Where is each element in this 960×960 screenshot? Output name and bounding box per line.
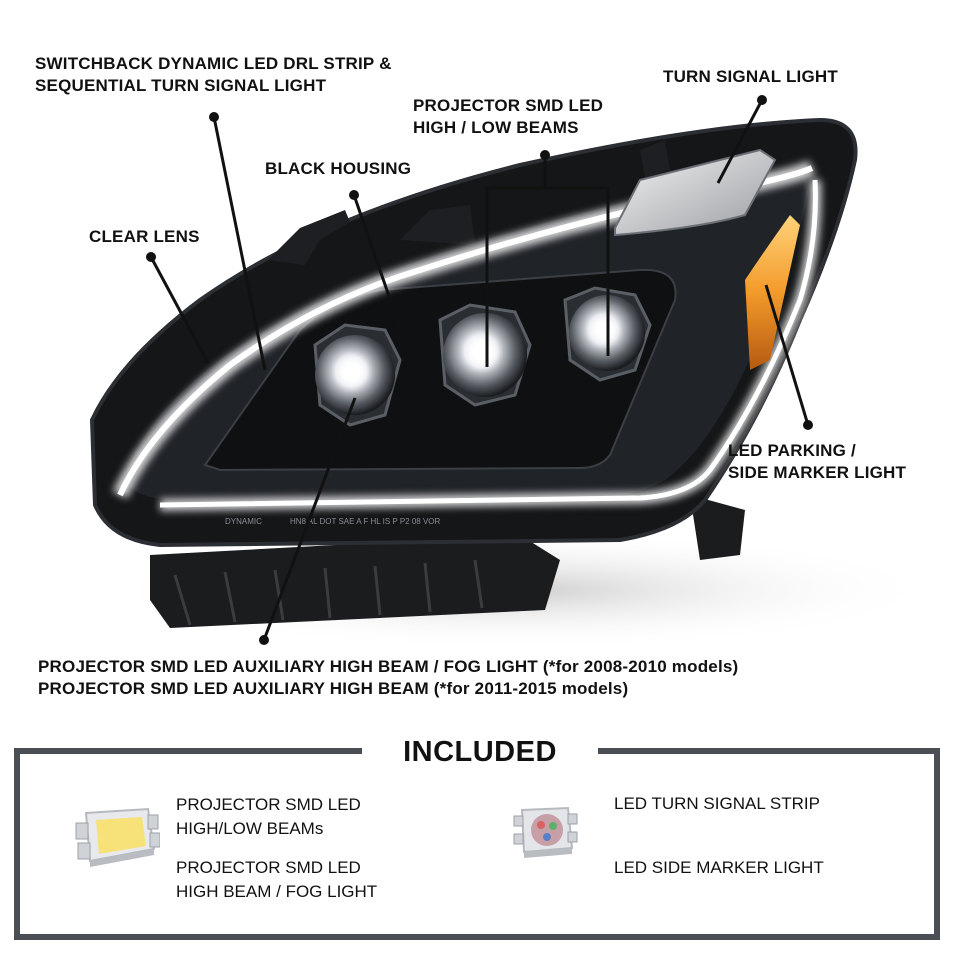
brand-mark: DYNAMIC xyxy=(225,517,262,526)
projector-left xyxy=(313,323,402,427)
included-item-fog: PROJECTOR SMD LED HIGH BEAM / FOG LIGHT xyxy=(176,856,377,904)
included-item-fog-line2: HIGH BEAM / FOG LIGHT xyxy=(176,882,378,901)
included-title: INCLUDED xyxy=(362,730,598,774)
included-item-high-low-line1: PROJECTOR SMD LED xyxy=(176,795,361,814)
drl-strip-label: SWITCHBACK DYNAMIC LED DRL STRIP & SEQUE… xyxy=(35,53,392,97)
turn-signal-label: TURN SIGNAL LIGHT xyxy=(663,67,838,86)
auxiliary-beam-line1: PROJECTOR SMD LED AUXILIARY HIGH BEAM / … xyxy=(38,657,739,676)
parking-marker-line1: LED PARKING / xyxy=(728,441,856,460)
product-code-text: HN8 AL DOT SAE A F HL IS P P2 08 VOR xyxy=(290,517,441,526)
projector-center xyxy=(438,303,532,407)
projector-high-low-line2: HIGH / LOW BEAMS xyxy=(413,118,579,137)
included-item-side-marker: LED SIDE MARKER LIGHT xyxy=(614,858,824,877)
included-item-turn-strip: LED TURN SIGNAL STRIP xyxy=(614,794,820,813)
included-item-high-low-line2: HIGH/LOW BEAMs xyxy=(176,819,324,838)
auxiliary-beam-line2: PROJECTOR SMD LED AUXILIARY HIGH BEAM (*… xyxy=(38,679,629,698)
projector-high-low-line1: PROJECTOR SMD LED xyxy=(413,96,604,115)
rgb-smd-led-chip-icon xyxy=(513,806,578,858)
drl-strip-label-line2: SEQUENTIAL TURN SIGNAL LIGHT xyxy=(35,76,327,95)
auxiliary-beam-label: PROJECTOR SMD LED AUXILIARY HIGH BEAM / … xyxy=(38,656,738,700)
black-housing-label: BLACK HOUSING xyxy=(265,159,412,178)
yellow-smd-led-chip-icon xyxy=(75,807,160,867)
clear-lens-label: CLEAR LENS xyxy=(89,227,200,246)
projector-right xyxy=(563,286,652,382)
parking-marker-line2: SIDE MARKER LIGHT xyxy=(728,463,907,482)
projector-high-low-label: PROJECTOR SMD LED HIGH / LOW BEAMS xyxy=(413,95,603,139)
included-item-high-low: PROJECTOR SMD LED HIGH/LOW BEAMs xyxy=(176,793,361,841)
parking-marker-label: LED PARKING / SIDE MARKER LIGHT xyxy=(728,440,906,484)
included-item-fog-line1: PROJECTOR SMD LED xyxy=(176,858,361,877)
drl-strip-label-line1: SWITCHBACK DYNAMIC LED DRL STRIP & xyxy=(35,54,392,73)
